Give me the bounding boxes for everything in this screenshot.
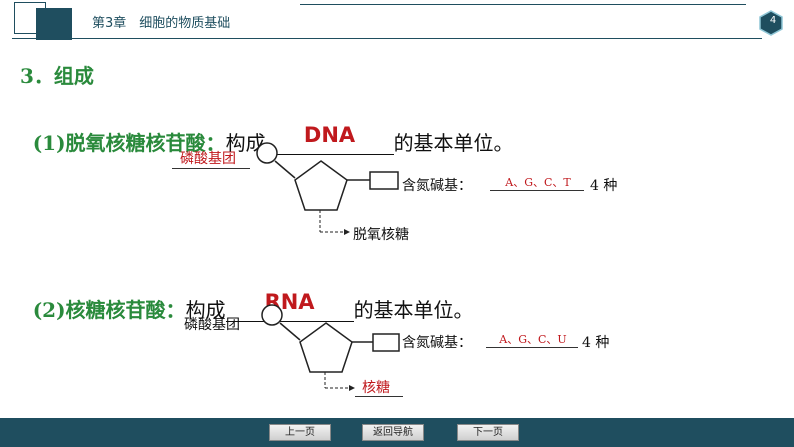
- rna-base-box: [372, 333, 400, 352]
- prev-page-button[interactable]: 上一页: [269, 424, 331, 441]
- dna-nucleotide-diagram: [256, 142, 399, 235]
- dna-answer: DNA: [303, 123, 356, 147]
- rna-sugar-underline: [355, 396, 403, 397]
- dna-answer-blank: DNA: [265, 123, 394, 155]
- dna-sugar-pentagon: [294, 160, 348, 211]
- chapter-title: 第3章 细胞的物质基础: [92, 16, 231, 31]
- dna-term: (1)脱氧核糖核苷酸：: [32, 131, 226, 155]
- dna-phosphate-underline: [172, 168, 250, 169]
- logo-square-fill: [36, 8, 72, 40]
- dna-phosphate-label: 磷酸基团: [180, 151, 236, 167]
- rna-sugar-pentagon: [299, 322, 353, 373]
- rna-base-count: 4 种: [582, 335, 610, 351]
- dna-sugar-label: 脱氧核糖: [353, 227, 409, 243]
- rna-phosphate-label: 磷酸基团: [184, 317, 240, 333]
- rna-sugar-label: 核糖: [362, 380, 390, 396]
- rna-bases-underline: [486, 347, 578, 348]
- dna-base-count: 4 种: [590, 178, 618, 194]
- header-top-line: [300, 4, 746, 5]
- rna-suffix: 的基本单位。: [353, 298, 474, 322]
- dna-bases-underline: [490, 190, 584, 191]
- rna-bases-answer: A、G、C、U: [499, 333, 567, 346]
- next-page-button[interactable]: 下一页: [457, 424, 519, 441]
- dna-phosphate-circle: [256, 142, 278, 164]
- rna-term: (2)核糖核苷酸：: [32, 298, 186, 322]
- rna-base-label: 含氮碱基：: [402, 335, 472, 351]
- dna-bases-answer: A、G、C、T: [505, 176, 571, 189]
- dna-suffix: 的基本单位。: [393, 131, 514, 155]
- dna-base-label: 含氮碱基：: [402, 178, 472, 194]
- section-title: 3．组成: [20, 64, 94, 88]
- header-divider: [12, 38, 762, 39]
- rna-arrowhead-icon: [349, 385, 355, 391]
- rna-phosphate-bond: [279, 322, 301, 341]
- back-to-nav-button[interactable]: 返回导航: [362, 424, 424, 441]
- page-number-hex-icon: [759, 10, 783, 36]
- rna-verb: 构成: [185, 298, 226, 322]
- dna-base-box: [369, 171, 399, 190]
- dna-arrowhead-icon: [344, 229, 350, 235]
- rna-phosphate-circle: [261, 304, 283, 326]
- rna-nucleotide-diagram: [261, 304, 400, 391]
- dna-phosphate-bond: [274, 160, 296, 179]
- page-number: 4: [769, 15, 777, 26]
